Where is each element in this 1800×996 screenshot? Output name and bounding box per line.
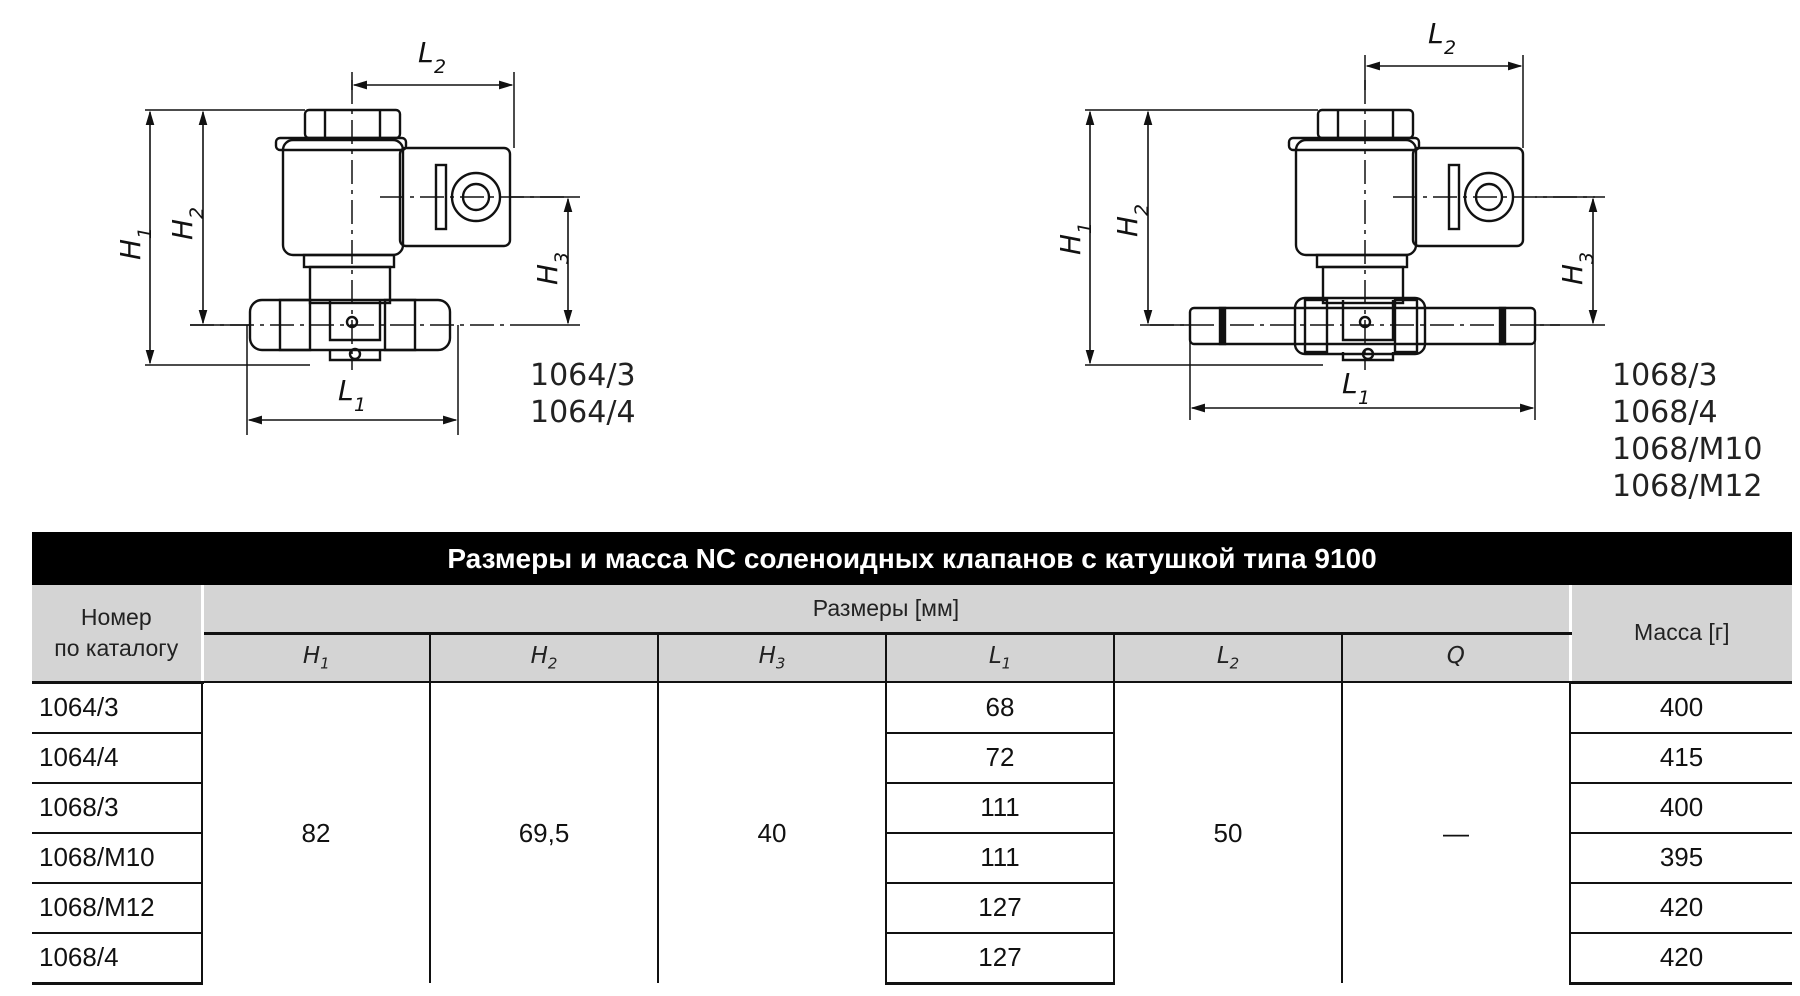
- mass-cell: 395: [1570, 832, 1793, 884]
- svg-text:L: L: [418, 36, 434, 69]
- svg-text:1: 1: [1358, 387, 1370, 409]
- svg-text:2: 2: [434, 56, 446, 78]
- l1-cell: 72: [886, 732, 1115, 784]
- l2-value: 50: [1114, 682, 1343, 983]
- col-header-q: Q: [1342, 633, 1570, 683]
- svg-text:L: L: [338, 374, 354, 407]
- valve-drawings: L 2 L 1 H 1 H 2 H 3: [114, 17, 1605, 435]
- catalog-number-header: Номер по каталогу: [32, 585, 204, 684]
- svg-text:H: H: [114, 239, 147, 260]
- table-row: 1064/4 72 415: [32, 732, 1793, 784]
- svg-text:2: 2: [1444, 37, 1456, 59]
- l1-cell: 127: [886, 882, 1115, 934]
- valve-1064-drawing: [145, 72, 580, 435]
- models-1068-list: 1068/3 1068/4 1068/M10 1068/M12: [1612, 357, 1763, 505]
- catalog-cell: 1064/4: [32, 732, 203, 784]
- svg-text:H: H: [1111, 216, 1144, 237]
- table-row: 1068/3 111 400: [32, 782, 1793, 834]
- model-label: 1068/4: [1612, 395, 1718, 430]
- dimensions-mass-table: Размеры и масса NC соленоидных клапанов …: [32, 532, 1793, 985]
- table-row: 1068/M10 111 395: [32, 832, 1793, 884]
- model-label: 1068/M12: [1612, 469, 1763, 504]
- col-header-h2: H2: [430, 633, 659, 683]
- table-row: 1068/4 127 420: [32, 932, 1793, 985]
- svg-text:2: 2: [186, 207, 208, 219]
- model-label: 1064/4: [530, 395, 636, 430]
- mass-header: Масса [г]: [1568, 585, 1793, 684]
- svg-text:1: 1: [1074, 222, 1096, 234]
- l1-cell: 68: [886, 682, 1115, 734]
- col-header-h3: H3: [658, 633, 887, 683]
- catalog-cell: 1068/M12: [32, 882, 203, 934]
- svg-text:3: 3: [1576, 252, 1598, 264]
- col-header-h1: H1: [202, 633, 431, 683]
- catalog-cell: 1064/3: [32, 682, 203, 734]
- svg-text:3: 3: [551, 252, 573, 264]
- l1-cell: 111: [886, 782, 1115, 834]
- table-title: Размеры и масса NC соленоидных клапанов …: [32, 532, 1793, 585]
- h3-value: 40: [658, 682, 887, 983]
- model-label: 1068/3: [1612, 358, 1718, 393]
- model-label: 1068/M10: [1612, 432, 1763, 467]
- valve-1068-dim-labels: L 2 L 1 H 1 H 2 H 3: [1054, 17, 1598, 409]
- catalog-cell: 1068/4: [32, 932, 203, 985]
- catalog-cell: 1068/3: [32, 782, 203, 834]
- svg-text:H: H: [166, 219, 199, 240]
- valve-1064-dim-labels: L 2 L 1 H 1 H 2 H 3: [114, 36, 573, 416]
- catalog-cell: 1068/M10: [32, 832, 203, 884]
- model-label: 1064/3: [530, 358, 636, 393]
- mass-cell: 400: [1570, 682, 1793, 734]
- svg-text:H: H: [531, 264, 564, 285]
- h2-value: 69,5: [430, 682, 659, 983]
- l1-cell: 127: [886, 932, 1115, 985]
- models-1064-list: 1064/3 1064/4: [530, 357, 636, 431]
- l1-cell: 111: [886, 832, 1115, 884]
- mass-cell: 415: [1570, 732, 1793, 784]
- svg-text:1: 1: [354, 394, 366, 416]
- svg-text:H: H: [1556, 264, 1589, 285]
- valve-1068-drawing: [1085, 55, 1605, 420]
- h1-value: 82: [202, 682, 431, 983]
- mass-cell: 400: [1570, 782, 1793, 834]
- svg-text:L: L: [1428, 17, 1444, 50]
- col-header-l2: L2: [1114, 633, 1343, 683]
- svg-text:2: 2: [1131, 204, 1153, 216]
- svg-text:L: L: [1342, 367, 1358, 400]
- table-row: 1068/M12 127 420: [32, 882, 1793, 934]
- table-row: 1064/3 82 69,5 40 68 50 — 400: [32, 682, 1793, 983]
- svg-text:1: 1: [134, 227, 156, 239]
- q-value: —: [1342, 682, 1571, 983]
- col-header-l1: L1: [886, 633, 1115, 683]
- svg-text:H: H: [1054, 234, 1087, 255]
- mass-cell: 420: [1570, 882, 1793, 934]
- dimensions-header: Размеры [мм]: [202, 585, 1570, 635]
- mass-cell: 420: [1570, 932, 1793, 985]
